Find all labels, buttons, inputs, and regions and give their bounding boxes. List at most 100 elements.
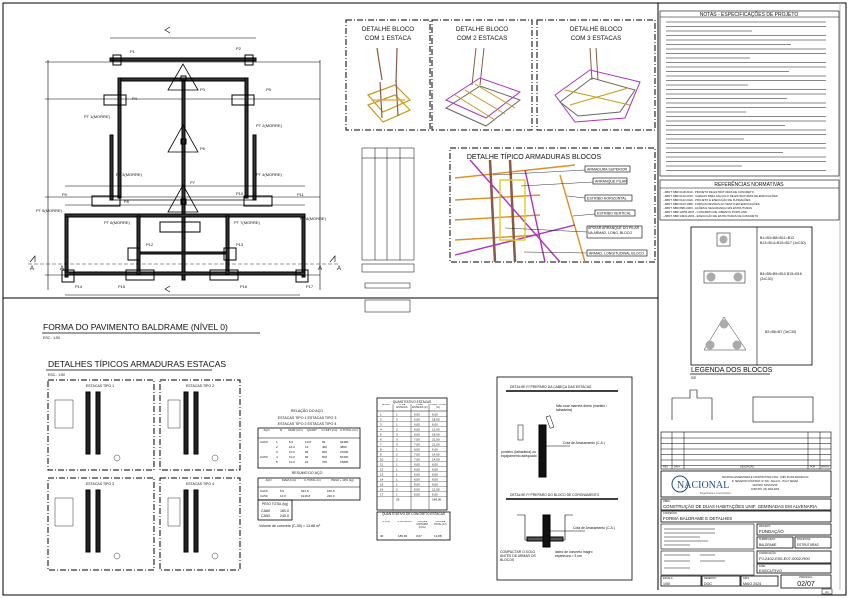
drawing-code: PJ-2402-E00-E07-0002-R00	[759, 556, 810, 561]
block-detail-subtitle: COM 1 ESTACA	[365, 35, 412, 42]
table-cell: 1	[396, 448, 398, 452]
drawn-by: DOC	[704, 582, 712, 586]
table-cell: 10.0	[280, 494, 286, 498]
table-header: C.TOTAL (m)	[304, 479, 321, 482]
table-cell: 5.0	[289, 440, 294, 444]
table-cell: 14	[380, 478, 384, 482]
field-label: DISCIPLINA:	[797, 538, 811, 541]
steel-summary-title: RESUMO DO AÇO	[292, 471, 323, 475]
sheet-content: FORMA BALDRAME E DETALHES	[663, 516, 732, 521]
table-cell: 6,00	[432, 423, 438, 427]
block-detail-subtitle: COM 3 ESTACAS	[571, 35, 622, 42]
floor-plan-scale: ESC.: 1:50	[43, 336, 60, 340]
table-cell: 10.0	[289, 455, 295, 459]
pillar-label: P1	[130, 49, 136, 54]
table-cell: 10.0	[289, 450, 295, 454]
company-logo: NACIONAL	[677, 480, 729, 491]
discipline: ESTRUTURAS	[797, 543, 819, 547]
table-cell: 14,00	[432, 458, 440, 462]
table-cell: 2	[396, 453, 398, 457]
table-cell: 6,00	[432, 463, 438, 467]
table-cell: 6,00	[414, 468, 420, 472]
table-cell: 1916.8	[301, 494, 311, 498]
field-label: SUBPROJETO:	[759, 538, 776, 541]
table-header-box: BLOCO	[382, 404, 390, 406]
reference-item: - ABNT NBR 6118:2014 - PROJETO DE ESTRUT…	[663, 190, 755, 194]
table-header-box: Ø (cm)	[382, 521, 390, 523]
block-detail-2: DETALHE BLOCO COM 2 ESTACAS	[431, 19, 533, 131]
table-header: VOLUME TOTAL (m³)	[434, 521, 447, 526]
project-type: FUNDAÇÃO	[759, 529, 784, 534]
pt-label: PT 2(MORRE)	[256, 123, 283, 128]
pt-label: PT 8(MORRE)	[300, 216, 327, 221]
pile-quantities-title: QUANTITATIVO ESTACAS	[393, 400, 432, 404]
table-header: AÇO	[265, 479, 272, 482]
table-cell: 600	[322, 455, 327, 459]
table-header: C.UNIT (cm)	[321, 429, 338, 432]
pillar-label: P6	[200, 146, 206, 151]
callout-estribo-vertical: ESTRIBO VERTICAL	[597, 212, 631, 216]
concrete-volume: Volume de concreto (C-30) = 13.88 m³	[259, 524, 321, 528]
table-header-box: COMP. TOTAL (m)	[430, 404, 446, 409]
field-label: PRANCHA:	[799, 575, 813, 579]
sheet-size: A1	[825, 590, 829, 594]
floor-plan	[28, 26, 340, 296]
table-cell: CA50	[260, 494, 268, 498]
table-cell: 6,00	[432, 448, 438, 452]
table-cell: 4	[380, 428, 382, 432]
table-cell: 600	[322, 450, 327, 454]
field-label: CODIFICAÇÃO:	[759, 552, 777, 555]
estaca-box-title: ESTACAS TIPO 4	[186, 482, 214, 486]
table-header-box: N	[279, 429, 283, 432]
reference-item: - ABNT NBR 6122:2019 - PROJETO E EXECUÇÃ…	[663, 197, 751, 202]
estacas-scale: ESC.: 1:50	[48, 373, 65, 377]
table-cell: 6,00	[432, 493, 438, 497]
rev-header: DATA	[674, 466, 680, 469]
table-header: Ø (cm)	[382, 521, 390, 523]
table-header: Nº ESTACAS	[397, 521, 412, 523]
table-header-box: Nº DE ESTACAS	[396, 404, 408, 409]
table-header: DIAM (mm)	[288, 429, 303, 432]
table-cell: 6,00	[432, 413, 438, 417]
field-label: DESENHO:	[704, 577, 717, 580]
pillar-label: P2	[236, 46, 242, 51]
table-cell: 7,00	[414, 443, 420, 447]
table-cell: 84	[305, 455, 309, 459]
table-header: Nº DE ESTACAS	[396, 404, 408, 409]
table-cell: 6,00	[414, 448, 420, 452]
table-cell: 10	[380, 458, 384, 462]
phase: EXECUTIVO	[759, 568, 782, 573]
company-info: CENTRO, SANTOS/SP	[752, 484, 777, 487]
table-cell: 6,00	[414, 493, 420, 497]
table-header: QUANT	[307, 429, 317, 432]
steel-relation-subtitle: ESTACAS TIPO 1 ESTACAS TIPO 3	[278, 416, 337, 420]
table-cell: 2	[380, 418, 382, 422]
table-header: PROF. ESTACAS (m)	[412, 404, 428, 409]
table-cell: 10.0	[289, 445, 295, 449]
table-cell: CA60	[260, 440, 268, 444]
prep-note: ponteiro (talhadeira) ou equipamento ade…	[501, 450, 537, 459]
table-cell: 943.8	[301, 489, 309, 493]
table-cell: 50400	[340, 455, 349, 459]
table-header-box: QUANT	[307, 429, 317, 432]
table-cell: 6,00	[414, 463, 420, 467]
table-cell: 1	[396, 478, 398, 482]
table-cell: 189,00	[398, 534, 408, 538]
section-mark: A	[30, 266, 34, 272]
field-label: OBRA:	[663, 500, 671, 503]
prep-details: DETALHE P/ PREPARO DA CABEÇA DAS ESTACAS…	[496, 376, 633, 581]
table-header: N	[279, 429, 283, 432]
table-cell: 30	[380, 534, 384, 538]
prep-note: COMPACTAR O SOLO ANTES DE ARMAR OS BLOCO…	[500, 550, 536, 563]
table-cell: 6,00	[432, 468, 438, 472]
pile-quantities-table: QUANTITATIVO ESTACAS BLOCO Nº DE ESTACAS P…	[376, 397, 451, 541]
notes-title: NOTAS - ESPECIFICAÇÕES DE PROJETO	[700, 11, 799, 18]
company-info: R. SENADOR CONSTANT, Nº 000 - SALA 01 - …	[732, 479, 798, 483]
callout-arranque-pilar: ARRANQUE PILAR	[595, 180, 627, 184]
table-cell: 6,00	[414, 488, 420, 492]
table-header: COMP. TOTAL (m)	[430, 404, 446, 409]
estaca-boxes: ESTACAS TIPO 1 ESTACAS TIPO 2 ESTACAS TI…	[47, 379, 241, 571]
block-schedule-table	[361, 147, 415, 313]
